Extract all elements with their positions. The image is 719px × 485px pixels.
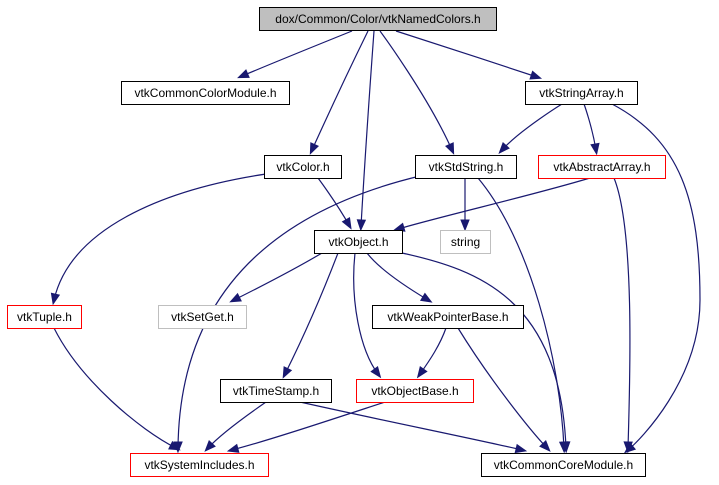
arrowhead-icon <box>370 365 382 379</box>
node-box <box>158 305 247 329</box>
node-box <box>440 230 491 254</box>
edge-color-to-object <box>317 177 352 230</box>
node-string: string <box>440 230 491 254</box>
arrowhead-icon <box>204 440 216 452</box>
node-label: vtkStringArray.h <box>539 86 623 100</box>
node-box <box>264 155 342 179</box>
node-label: vtkSetGet.h <box>171 310 234 324</box>
node-label: vtkTuple.h <box>17 310 72 324</box>
node-label: vtkCommonCoreModule.h <box>494 458 633 472</box>
node-label: vtkObjectBase.h <box>371 384 458 398</box>
arrowhead-icon <box>50 292 61 306</box>
node-label: vtkAbstractArray.h <box>553 160 650 174</box>
node-object-base[interactable]: vtkObjectBase.h <box>356 379 474 403</box>
node-core-module[interactable]: vtkCommonCoreModule.h <box>481 453 646 477</box>
edge-object-to-core-module <box>401 252 571 454</box>
node-label: vtkStdString.h <box>429 160 504 174</box>
node-label: vtkCommonColorModule.h <box>134 86 276 100</box>
node-box <box>481 453 646 477</box>
arrowhead-icon <box>237 69 250 79</box>
node-box <box>538 155 666 179</box>
edge-object-to-weak-pointer-base <box>366 252 433 303</box>
arrowhead-icon <box>356 219 367 232</box>
node-box <box>121 81 290 105</box>
arrowhead-icon <box>282 366 293 379</box>
arrowhead-icon <box>460 219 470 232</box>
node-label: dox/Common/Color/vtkNamedColors.h <box>275 12 480 26</box>
node-box <box>7 305 82 329</box>
node-string-array[interactable]: vtkStringArray.h <box>525 81 638 105</box>
arrowhead-icon <box>419 292 433 303</box>
arrowhead-icon <box>539 440 551 452</box>
edge-abstract-array-to-core-module <box>613 177 633 454</box>
node-label: vtkObject.h <box>328 235 388 249</box>
edge-weak-pointer-base-to-object-base <box>416 327 447 379</box>
node-object[interactable]: vtkObject.h <box>314 230 403 254</box>
edge-named-colors-to-object <box>356 30 375 232</box>
edge-weak-pointer-base-to-core-module <box>457 327 551 452</box>
edge-object-base-to-system-includes <box>226 401 386 453</box>
node-system-includes[interactable]: vtkSystemIncludes.h <box>130 453 269 477</box>
node-weak-pointer-base[interactable]: vtkWeakPointerBase.h <box>372 305 524 329</box>
node-box <box>356 379 474 403</box>
edge-object-to-set-get <box>229 252 323 303</box>
node-box <box>525 81 638 105</box>
node-color[interactable]: vtkColor.h <box>264 155 342 179</box>
node-set-get: vtkSetGet.h <box>158 305 247 329</box>
arrowhead-icon <box>623 441 633 454</box>
arrowhead-icon <box>341 217 352 230</box>
edge-color-to-tuple <box>50 173 267 306</box>
node-box <box>372 305 524 329</box>
edge-object-to-object-base <box>353 252 382 379</box>
node-named-colors[interactable]: dox/Common/Color/vtkNamedColors.h <box>259 7 497 31</box>
node-box <box>220 379 332 403</box>
node-box <box>259 7 497 31</box>
node-label: vtkSystemIncludes.h <box>144 458 254 472</box>
node-label: vtkColor.h <box>276 160 329 174</box>
arrowhead-icon <box>445 142 455 155</box>
node-box <box>130 453 269 477</box>
node-std-string[interactable]: vtkStdString.h <box>415 155 517 179</box>
node-box <box>415 155 517 179</box>
node-label: vtkTimeStamp.h <box>233 384 319 398</box>
edge-named-colors-to-color-module <box>237 30 353 79</box>
node-abstract-array[interactable]: vtkAbstractArray.h <box>538 155 666 179</box>
edges-layer <box>50 30 701 454</box>
arrowhead-icon <box>416 365 428 379</box>
edge-object-to-time-stamp <box>282 252 339 379</box>
edge-time-stamp-to-core-module <box>299 401 528 454</box>
edge-tuple-to-system-includes <box>53 327 181 451</box>
node-color-module[interactable]: vtkCommonColorModule.h <box>121 81 290 105</box>
node-label: vtkWeakPointerBase.h <box>387 310 508 324</box>
arrowhead-icon <box>168 440 181 451</box>
node-label: string <box>451 235 480 249</box>
edge-named-colors-to-string-array <box>395 30 543 80</box>
arrowhead-icon <box>590 142 600 156</box>
edge-std-string-to-string <box>460 178 470 232</box>
edge-named-colors-to-std-string <box>379 30 455 155</box>
arrowhead-icon <box>514 443 528 454</box>
edge-time-stamp-to-system-includes <box>204 401 267 452</box>
arrowhead-icon <box>498 141 510 154</box>
arrowhead-icon <box>529 70 543 80</box>
edge-named-colors-to-color <box>309 30 369 155</box>
arrowhead-icon <box>229 292 242 303</box>
node-time-stamp[interactable]: vtkTimeStamp.h <box>220 379 332 403</box>
node-box <box>314 230 403 254</box>
nodes-layer: dox/Common/Color/vtkNamedColors.h vtkComm… <box>7 7 666 477</box>
node-tuple[interactable]: vtkTuple.h <box>7 305 82 329</box>
arrowhead-icon <box>309 142 319 155</box>
arrowhead-icon <box>561 441 571 454</box>
arrowhead-icon <box>226 443 240 453</box>
edge-string-array-to-std-string <box>498 103 563 154</box>
edge-abstract-array-to-object <box>392 177 591 232</box>
edge-string-array-to-abstract-array <box>583 103 600 156</box>
